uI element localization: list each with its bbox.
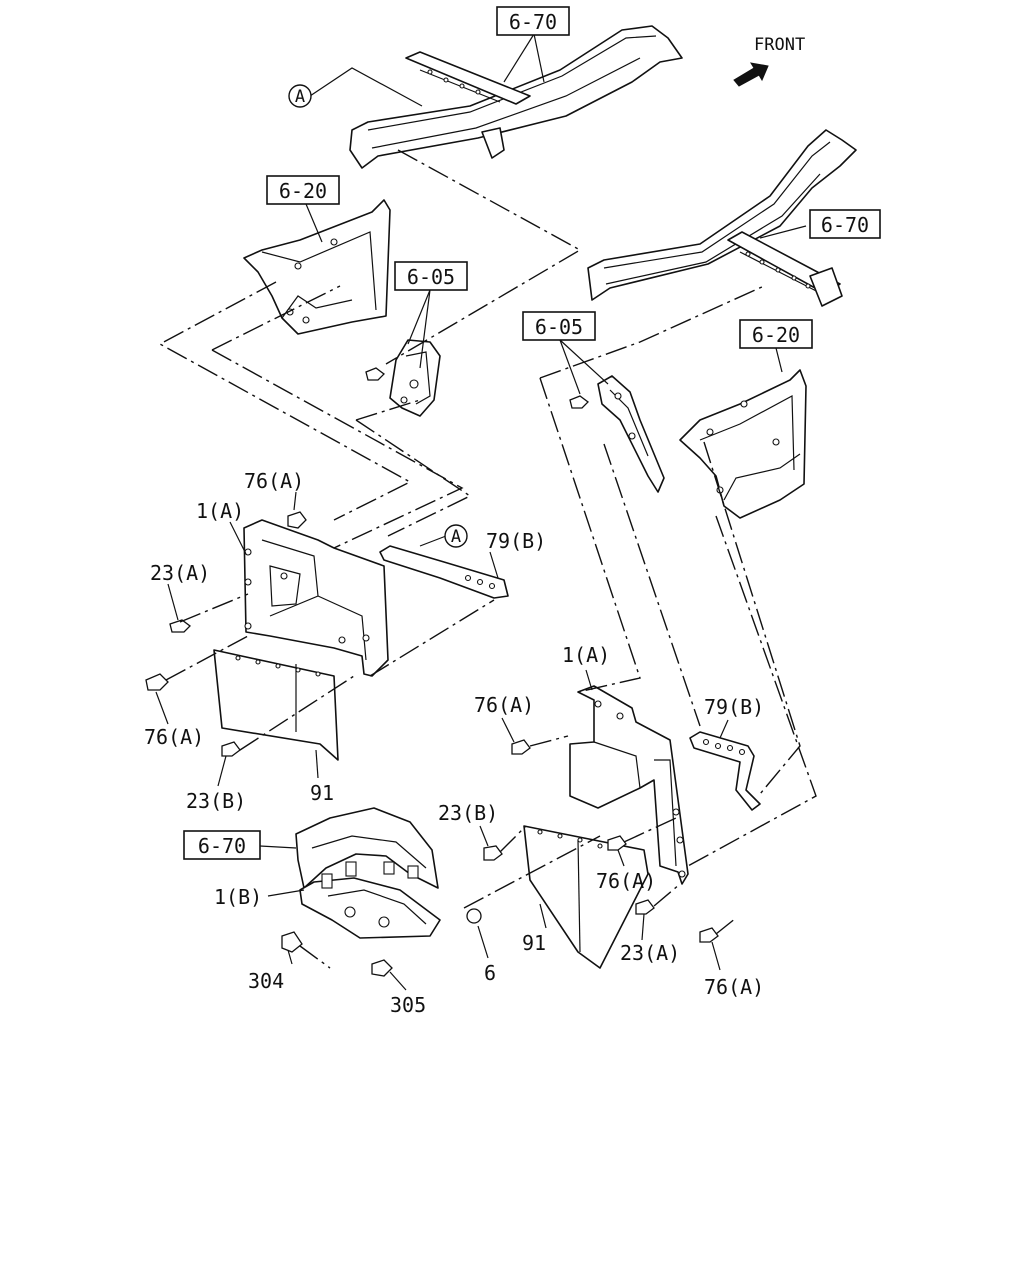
part-label[interactable]: 305 [390,993,426,1017]
part-label[interactable]: 76(A) [144,725,204,749]
part-label[interactable]: 91 [310,781,334,805]
fasteners [145,511,719,977]
stay-79b-right [689,731,761,811]
bracket-6-05-left [365,339,441,417]
frame-rail-right [587,129,857,307]
ref-box-6-05-left[interactable]: 6-05 [394,261,468,291]
part-labels: 76(A) 1(A) 23(A) 79(B) 76(A) 23(B) 91 1(… [144,469,764,1017]
svg-text:6-70: 6-70 [821,213,869,237]
svg-text:6-05: 6-05 [535,315,583,339]
mudflap-left [213,649,339,761]
part-label[interactable]: 6 [484,961,496,985]
ref-box-6-20-right[interactable]: 6-20 [739,319,813,349]
circle-callout-a-top[interactable]: A [288,84,312,108]
bolt-icon [483,845,503,861]
part-label[interactable]: 79(B) [486,529,546,553]
routing-lines [158,149,817,969]
ref-box-6-70-bottom[interactable]: 6-70 [183,830,261,860]
svg-text:6-20: 6-20 [752,323,800,347]
bolt-icon [287,511,307,529]
part-label[interactable]: 76(A) [244,469,304,493]
part-label[interactable]: 304 [248,969,284,993]
bolt-icon [221,741,241,757]
part-label[interactable]: 79(B) [704,695,764,719]
svg-text:6-05: 6-05 [407,265,455,289]
front-label: FRONT [754,35,805,55]
bolt-icon [635,899,655,915]
fender-panel-right [679,369,807,519]
part-label[interactable]: 23(A) [620,941,680,965]
part-label[interactable]: 76(A) [596,869,656,893]
front-indicator: FRONT [733,35,805,87]
mudguard-bracket-right [569,685,689,885]
bolt-icon [511,739,531,755]
part-label[interactable]: 91 [522,931,546,955]
part-label[interactable]: 23(A) [150,561,210,585]
bolt-icon [607,835,627,851]
rear-fender-assembly [295,807,441,939]
svg-text:6-70: 6-70 [509,10,557,34]
frame-rail-top [349,25,683,169]
part-label[interactable]: 23(B) [438,801,498,825]
ref-box-6-70-top[interactable]: 6-70 [496,6,570,36]
svg-text:A: A [451,527,461,547]
part-label[interactable]: 1(A) [196,499,244,523]
svg-text:6-70: 6-70 [198,834,246,858]
bracket-6-05-right [569,375,665,493]
svg-text:A: A [295,87,305,107]
ref-box-6-20-left[interactable]: 6-20 [266,175,340,205]
front-arrow-icon [733,62,769,87]
part-label[interactable]: 1(A) [562,643,610,667]
part-label[interactable]: 23(B) [186,789,246,813]
ref-box-6-05-right[interactable]: 6-05 [522,311,596,341]
nut-icon [466,908,482,924]
mudguard-bracket-left [243,519,389,677]
part-label[interactable]: 1(B) [214,885,262,909]
mudflap-right [523,825,649,969]
part-label[interactable]: 76(A) [474,693,534,717]
svg-text:6-20: 6-20 [279,179,327,203]
bolt-icon [365,367,385,381]
bolt-icon [699,927,719,943]
fender-panel-left [243,199,391,335]
bolt-icon [281,931,303,953]
circle-callout-a-mid[interactable]: A [444,524,468,548]
bolt-icon [569,395,589,409]
ref-box-6-70-right[interactable]: 6-70 [809,209,881,239]
bolt-icon [145,673,169,691]
leader-lines [155,33,807,991]
bolt-icon [371,959,393,977]
part-label[interactable]: 76(A) [704,975,764,999]
bolt-icon [169,619,191,633]
stay-79b-left [379,545,509,599]
